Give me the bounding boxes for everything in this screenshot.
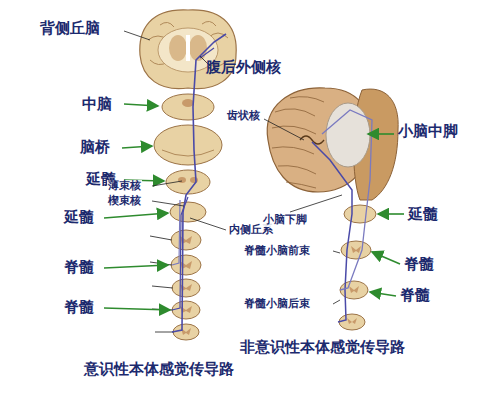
pathway-caption: 意识性本体感觉传导路: [84, 361, 234, 378]
region-label: 延髓: [64, 209, 94, 226]
region-label: 脊髓: [64, 259, 94, 276]
region-label: 小脑中脚: [398, 123, 458, 140]
pathway-caption: 非意识性本体感觉传导路: [240, 339, 405, 356]
nucleus-label: 薄束核: [107, 180, 142, 193]
region-label: 脊髓: [64, 299, 94, 316]
tract-label: 脊髓小脑后束: [243, 298, 311, 311]
region-label: 背侧丘脑: [40, 20, 100, 37]
region-label: 脑桥: [80, 139, 110, 156]
nucleus-label: 齿状核: [226, 110, 261, 123]
region-label: 延髓: [408, 206, 438, 223]
region-label: 小脑下脚: [262, 214, 308, 227]
region-label: 脊髓: [404, 256, 434, 273]
nucleus-label: 腹后外侧核: [206, 59, 281, 76]
tract-label: 脊髓小脑前束: [243, 245, 311, 258]
region-label: 脊髓: [400, 287, 430, 304]
nucleus-label: 楔束核: [107, 195, 142, 208]
region-label: 中脑: [82, 96, 112, 113]
